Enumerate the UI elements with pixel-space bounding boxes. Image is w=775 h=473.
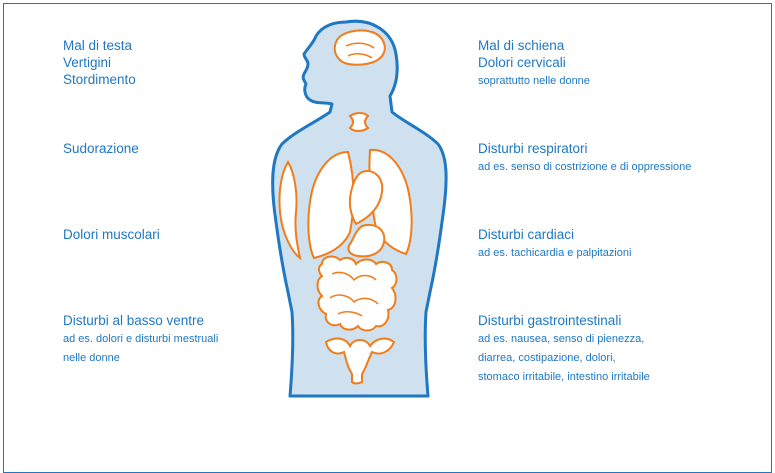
label-gastro-sub-3: stomaco irritabile, intestino irritabile	[478, 369, 650, 385]
label-muscle-block: Dolori muscolari	[63, 226, 160, 243]
label-cardiac: Disturbi cardiaci	[478, 226, 631, 243]
label-cardiac-sub: ad es. tachicardia e palpitazioni	[478, 245, 631, 261]
label-gastro: Disturbi gastrointestinali	[478, 312, 650, 329]
label-sweating-block: Sudorazione	[63, 140, 139, 157]
label-lower-abdomen-block: Disturbi al basso ventre ad es. dolori e…	[63, 312, 218, 366]
label-back-pain: Mal di schiena	[478, 37, 590, 54]
label-vertigo: Vertigini	[63, 54, 136, 71]
human-body-figure	[258, 12, 458, 402]
label-headache: Mal di testa	[63, 37, 136, 54]
label-back-block: Mal di schiena Dolori cervicali soprattu…	[478, 37, 590, 89]
label-head-symptoms: Mal di testa Vertigini Stordimento	[63, 37, 136, 88]
label-neck-pain: Dolori cervicali	[478, 54, 590, 71]
label-respiratory-sub: ad es. senso di costrizione e di oppress…	[478, 159, 691, 175]
label-back-sub: soprattutto nelle donne	[478, 73, 590, 89]
label-gastro-sub-1: ad es. nausea, senso di pienezza,	[478, 331, 650, 347]
label-respiratory: Disturbi respiratori	[478, 140, 691, 157]
label-lower-abdomen-sub-2: nelle donne	[63, 350, 218, 366]
label-gastro-sub-2: diarrea, costipazione, dolori,	[478, 350, 650, 366]
label-lower-abdomen: Disturbi al basso ventre	[63, 312, 218, 329]
intestine-organ	[318, 257, 397, 331]
label-lower-abdomen-sub-1: ad es. dolori e disturbi mestruali	[63, 331, 218, 347]
label-muscle-pain: Dolori muscolari	[63, 226, 160, 243]
throat-organ	[350, 113, 368, 131]
label-respiratory-block: Disturbi respiratori ad es. senso di cos…	[478, 140, 691, 175]
label-gastro-block: Disturbi gastrointestinali ad es. nausea…	[478, 312, 650, 385]
brain-organ	[335, 30, 385, 64]
label-dizziness: Stordimento	[63, 71, 136, 88]
label-sweating: Sudorazione	[63, 140, 139, 157]
label-cardiac-block: Disturbi cardiaci ad es. tachicardia e p…	[478, 226, 631, 261]
